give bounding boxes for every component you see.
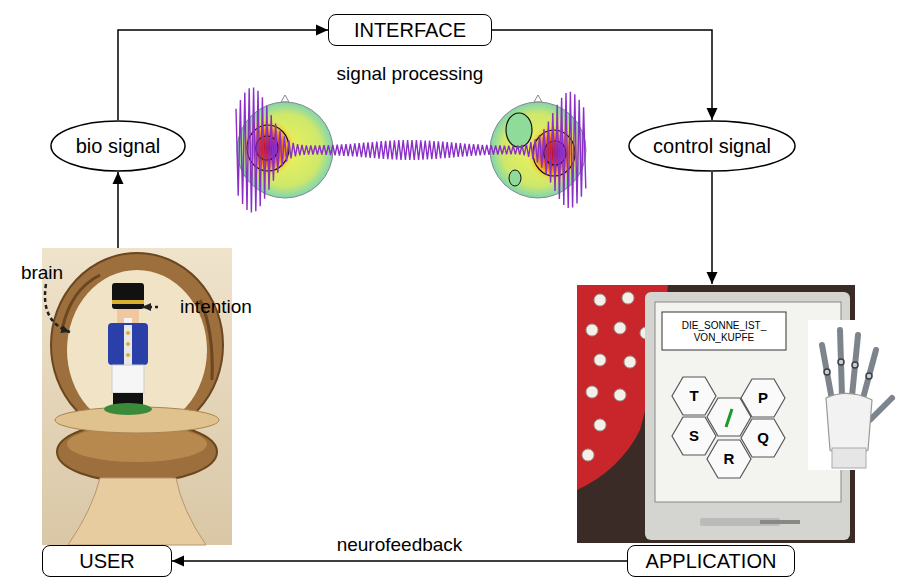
application-photo-part-part <box>594 419 606 431</box>
process-label: signal processing <box>337 63 484 85</box>
application-photo-part-part <box>594 294 606 306</box>
application-photo-part-part <box>586 324 598 336</box>
topography-maps-part <box>281 95 289 102</box>
flow-arrow <box>118 30 328 120</box>
edge-label: neurofeedback <box>334 534 466 556</box>
robot-hand-photo-part-part <box>852 335 858 396</box>
application-photo-part-part <box>622 292 634 304</box>
robot-hand-photo-part <box>826 393 872 456</box>
topography-maps-part <box>534 95 542 102</box>
application-photo-part-part <box>707 440 751 478</box>
screen-text: DIE_SONNE_IST_ VON_KUPFE <box>665 320 783 343</box>
user-box: USER <box>42 545 172 577</box>
robot-hand-photo-part-part <box>852 362 858 368</box>
application-photo-part-part <box>586 386 598 398</box>
ellipse-outline <box>51 121 185 171</box>
user-illustration-part <box>126 342 130 346</box>
application-photo-part-part <box>672 417 716 455</box>
user-illustration-part <box>104 403 152 415</box>
application-photo-part-part <box>741 419 785 457</box>
user-illustration-part <box>68 478 206 545</box>
user-illustration-part <box>45 284 70 332</box>
user-illustration-part <box>126 331 130 335</box>
robot-hand-photo-part <box>824 359 872 379</box>
user-illustration-part <box>112 283 144 309</box>
robot-hand-photo-part <box>832 448 866 468</box>
robot-hand-photo-part-part <box>862 350 876 402</box>
key-letter: P <box>758 389 768 406</box>
node-text: control signal <box>653 135 771 157</box>
node-text: INTERFACE <box>354 19 466 41</box>
robot-hand-photo-part-part <box>838 359 844 365</box>
eeg-waveform <box>236 88 586 213</box>
flow-arrow <box>711 172 713 284</box>
application-photo-part-part <box>672 377 716 415</box>
application-photo-part-part <box>594 354 606 366</box>
application-box: APPLICATION <box>627 545 795 577</box>
node-text: USER <box>79 550 135 572</box>
user-illustration-part <box>117 309 139 323</box>
user-illustration-part-part <box>62 275 212 380</box>
application-photo-part-part <box>582 449 594 461</box>
key-letter: S <box>689 427 699 444</box>
interface-box: INTERFACE <box>328 14 492 46</box>
user-illustration-part <box>108 323 148 365</box>
robot-hand-photo <box>808 320 900 470</box>
user-illustration-part-part <box>67 270 207 418</box>
topography-maps-part <box>506 113 532 147</box>
user-illustration-part <box>124 325 132 365</box>
application-photo-part-part <box>614 322 626 334</box>
flow-arrow <box>492 30 712 120</box>
user-illustration-part <box>42 248 232 545</box>
user-illustration-part <box>126 353 130 357</box>
robot-hand-photo-part-part <box>822 345 832 400</box>
robot-hand-photo-part-part <box>824 369 830 375</box>
application-photo-part <box>672 377 785 478</box>
user-illustration-part <box>112 365 144 393</box>
key-letter: R <box>724 450 735 467</box>
callout-label: brain <box>21 262 63 284</box>
application-photo-part-part <box>624 356 636 368</box>
user-illustration-part <box>51 253 223 418</box>
user-illustration-part <box>142 306 158 309</box>
flow-arrow <box>172 560 627 562</box>
ellipse-outline <box>629 121 795 171</box>
key-letter: Q <box>757 429 769 446</box>
user-illustration-part <box>112 300 144 304</box>
topography-maps-part <box>509 170 521 186</box>
key-letter: T <box>689 387 698 404</box>
signal-ellipse: bio signal <box>50 120 186 172</box>
application-photo-part-part <box>707 398 751 436</box>
user-illustration-part-part <box>51 253 223 418</box>
callout-label: intention <box>180 296 252 318</box>
robot-hand-photo-part <box>808 320 900 470</box>
application-photo-part-part <box>614 389 626 401</box>
robot-hand-photo-part-part <box>870 398 892 420</box>
flow-arrow <box>117 172 119 248</box>
application-photo-part <box>726 409 732 427</box>
robot-hand-photo-part-part <box>866 373 872 379</box>
node-text: bio signal <box>76 135 161 157</box>
signal-ellipse: control signal <box>628 120 796 172</box>
application-photo-part <box>662 312 786 350</box>
application-photo-part <box>760 520 800 524</box>
node-text: APPLICATION <box>646 550 777 572</box>
user-illustration <box>42 248 232 545</box>
